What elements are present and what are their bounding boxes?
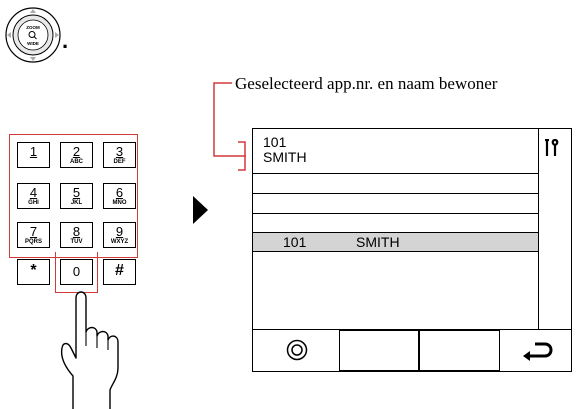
key-hash[interactable]: # <box>103 259 136 285</box>
screen-divider <box>253 329 571 330</box>
softkey-3[interactable] <box>419 330 500 371</box>
keypad-highlight-frame <box>9 134 138 258</box>
next-step-arrow-icon <box>193 196 208 224</box>
list-item[interactable]: 101 SMITH <box>253 232 538 252</box>
dial-wide-label: WIDE <box>27 41 39 46</box>
list-item-name: SMITH <box>356 234 400 250</box>
return-arrow-icon <box>523 342 553 361</box>
screen-divider-vertical <box>538 129 539 330</box>
key-0[interactable]: 0 <box>60 259 93 285</box>
zoom-wide-dial-icon[interactable]: ZOOM WIDE <box>4 6 62 64</box>
callout-label: Geselecteerd app.nr. en naam bewoner <box>235 74 498 93</box>
back-button[interactable] <box>500 330 571 371</box>
list-item-number: 101 <box>283 234 307 250</box>
selected-resident-name: SMITH <box>263 149 307 165</box>
circle-button-icon <box>286 339 308 361</box>
screen-divider <box>253 213 538 214</box>
home-button[interactable] <box>253 330 339 371</box>
screen-divider <box>253 173 538 174</box>
key-star[interactable]: * <box>17 259 50 285</box>
screen-divider <box>253 193 538 194</box>
keypad-zero-highlight <box>55 252 98 293</box>
dial-period-mark: . <box>62 28 69 53</box>
pointing-hand-icon <box>60 291 119 409</box>
selected-apartment-number: 101 <box>263 134 287 150</box>
softkey-2[interactable] <box>339 330 419 371</box>
monitor-screen: 101 SMITH 101 SMITH <box>252 128 572 372</box>
tools-icon[interactable] <box>544 139 560 157</box>
dial-zoom-label: ZOOM <box>26 25 40 30</box>
key-1[interactable]: 1 <box>17 142 50 168</box>
selected-resident: 101 SMITH <box>263 135 307 165</box>
